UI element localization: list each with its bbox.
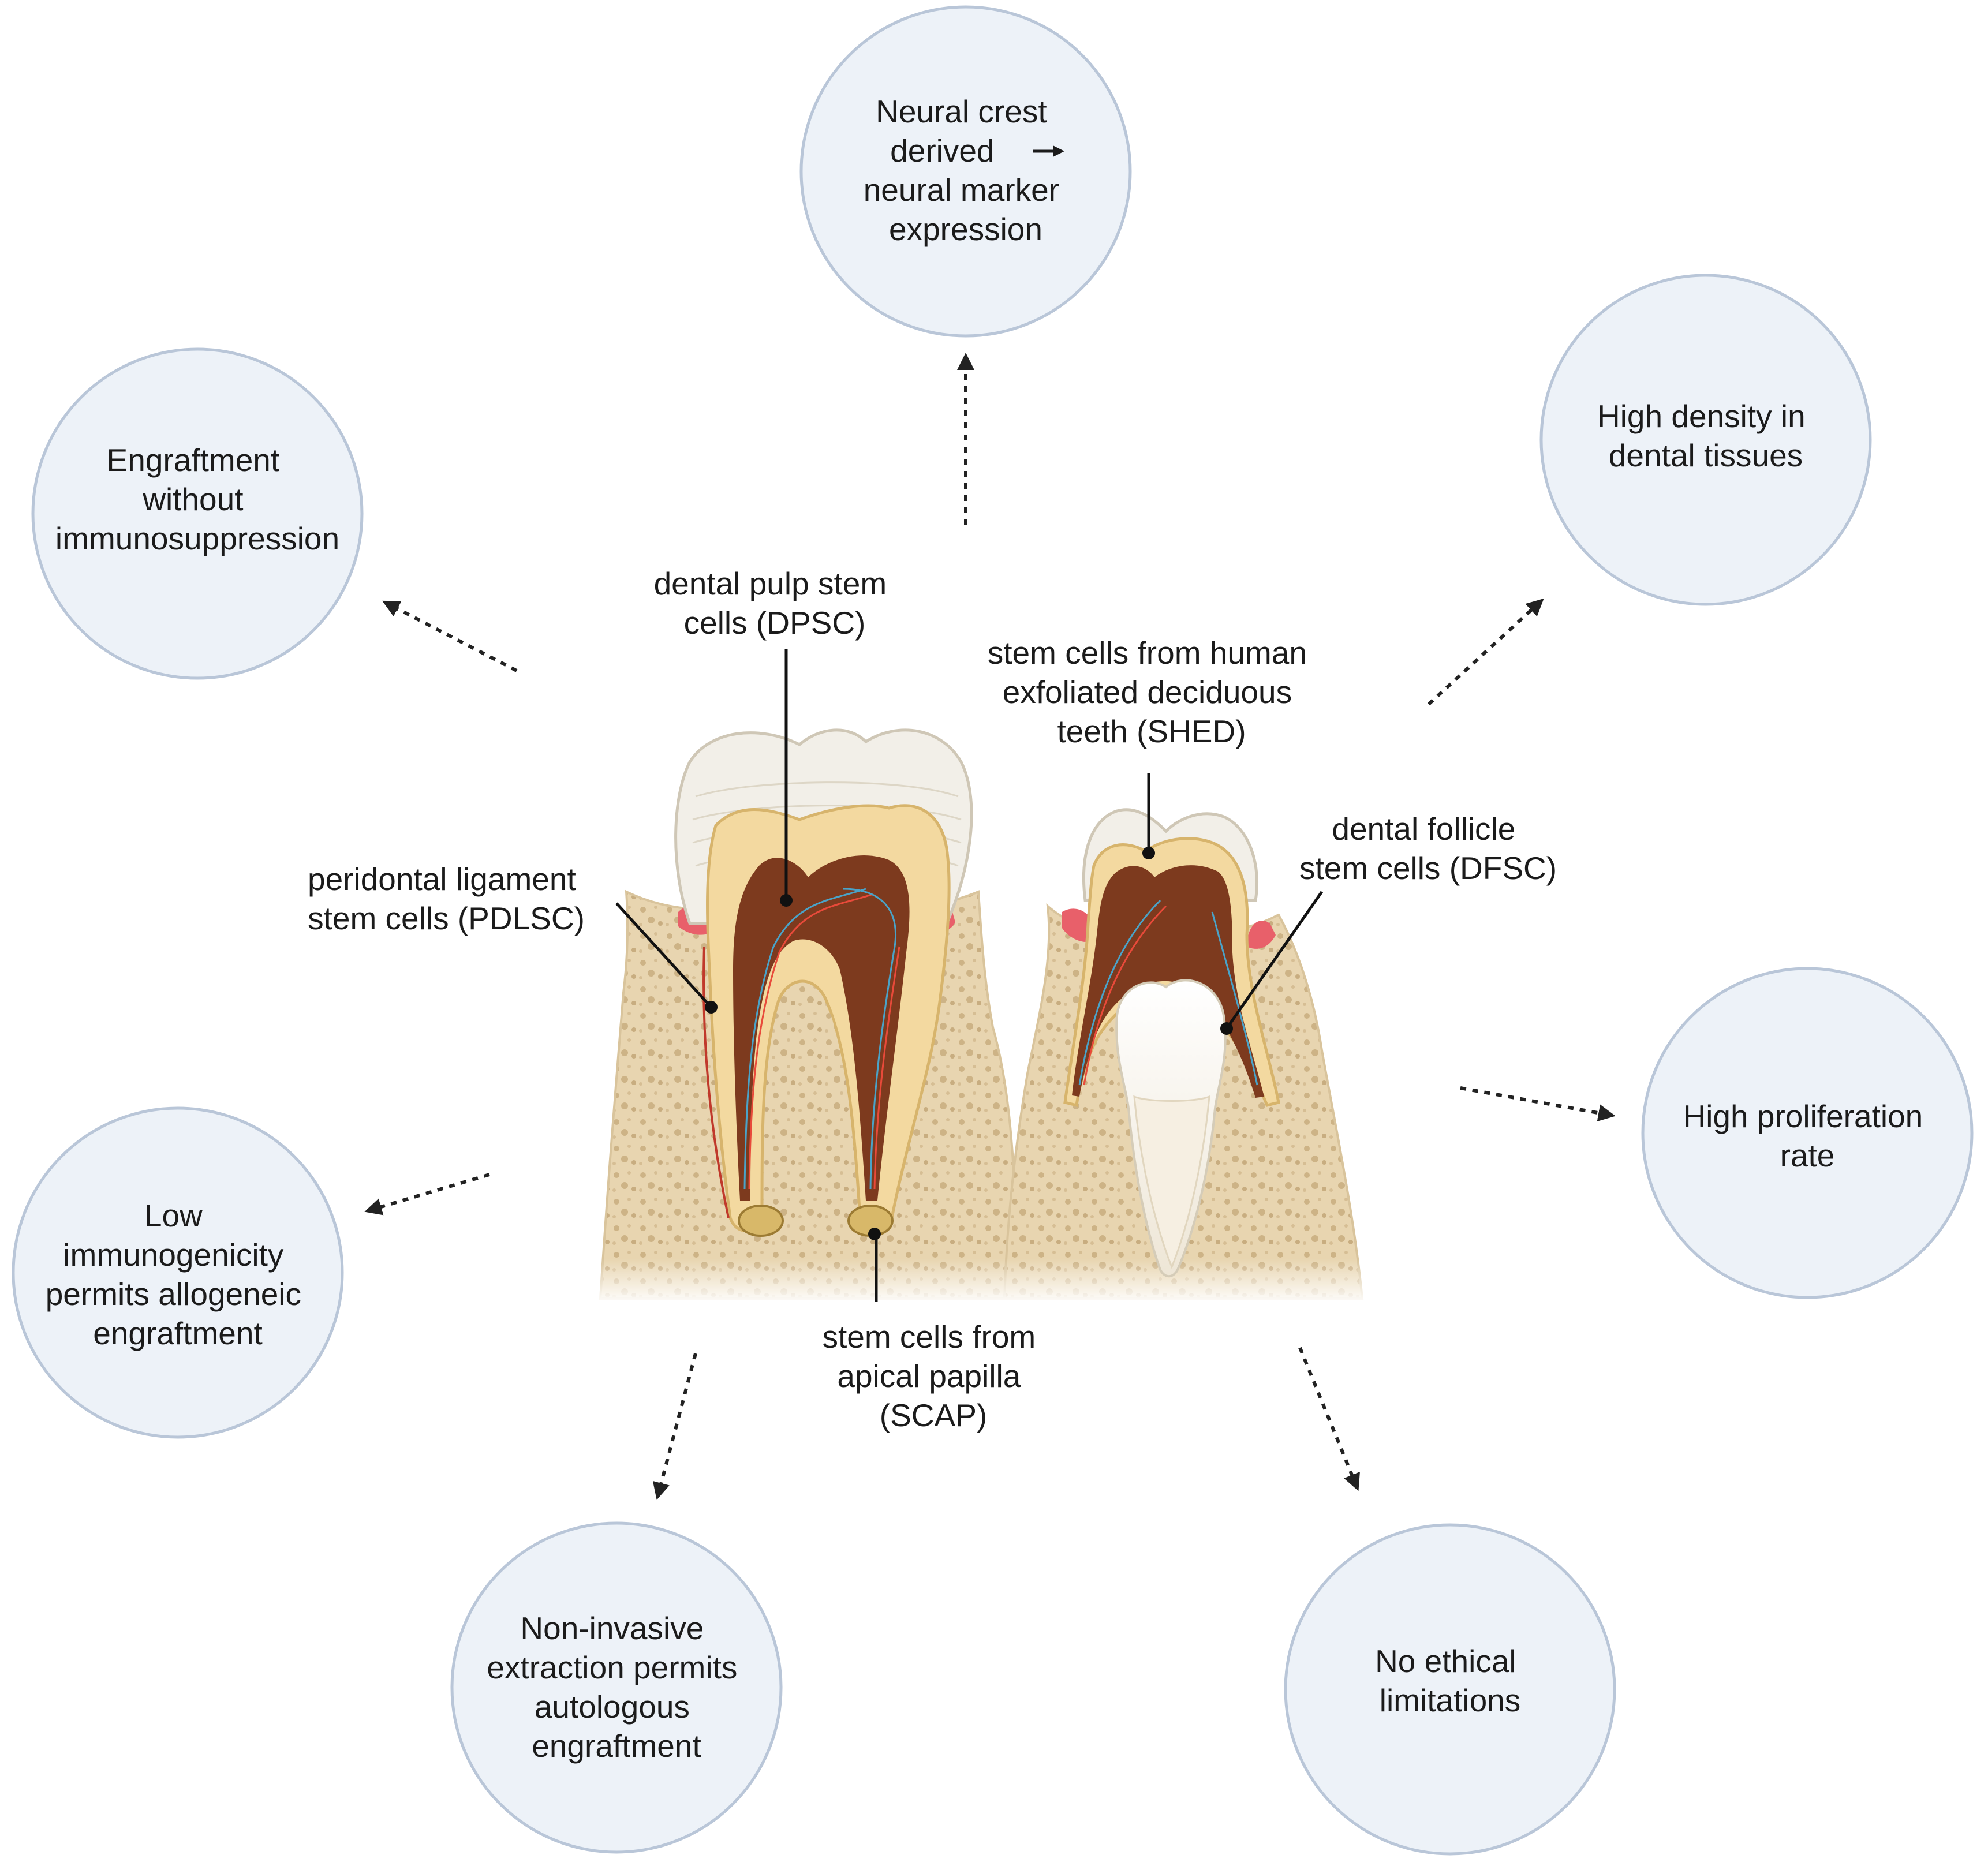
bubble-lowimmuno-line-4: engraftment	[93, 1315, 263, 1351]
bubble-high-proliferation-text: High proliferation rate	[1683, 1098, 1931, 1173]
bubble-neural-line-3: neural marker	[864, 172, 1059, 208]
bubble-lowimmuno-line-2: immunogenicity	[63, 1237, 284, 1273]
label-scap: stem cells from apical papilla (SCAP)	[822, 1319, 1044, 1433]
label-pdlsc: peridontal ligament stem cells (PDLSC)	[308, 861, 585, 936]
bone-fade	[589, 1097, 1385, 1304]
bubble-neural-line-4: expression	[889, 211, 1042, 247]
label-pdlsc-line-2: stem cells (PDLSC)	[308, 900, 585, 936]
bubble-high-proliferation: High proliferation rate	[1641, 967, 1974, 1299]
apical-papilla-left	[738, 1205, 784, 1237]
arrow-to-ethical	[1298, 1347, 1360, 1491]
label-dfsc: dental follicle stem cells (DFSC)	[1299, 811, 1557, 886]
label-shed-line-3: teeth (SHED)	[1057, 713, 1246, 749]
label-dpsc-line-2: cells (DPSC)	[684, 605, 866, 641]
tooth-illustration	[589, 728, 1385, 1304]
bubble-density-line-1: High density in	[1597, 398, 1806, 434]
bubble-neural-crest-text: Neural crest derived neural marker expre…	[864, 94, 1068, 247]
bubble-low-immunogenicity: Low immunogenicity permits allogeneic en…	[12, 1106, 344, 1439]
bubble-noninv-line-1: Non-invasive	[520, 1610, 704, 1646]
arrow-to-density	[1427, 598, 1544, 706]
leader-shed-dot	[1142, 847, 1155, 859]
label-scap-line-2: apical papilla	[837, 1358, 1021, 1394]
bubble-neural-crest: Neural crest derived neural marker expre…	[799, 5, 1132, 338]
bubble-neural-line-1: Neural crest	[876, 94, 1047, 129]
bubble-high-proliferation-circle	[1641, 967, 1974, 1299]
leader-lines	[615, 649, 1324, 1302]
bubble-non-invasive: Non-invasive extraction permits autologo…	[450, 1521, 783, 1854]
label-dfsc-line-2: stem cells (DFSC)	[1299, 850, 1557, 886]
molar-pulp	[733, 855, 910, 1201]
label-dpsc-line-1: dental pulp stem	[654, 566, 887, 601]
bubble-no-ethical: No ethical limitations	[1284, 1523, 1616, 1856]
bubble-engraftment-circle	[31, 347, 364, 680]
bubble-no-ethical-text: No ethical limitations	[1375, 1643, 1525, 1718]
inter-root-bone	[771, 992, 851, 1206]
bubble-prolif-line-2: rate	[1780, 1138, 1835, 1173]
label-shed-line-1: stem cells from human	[988, 635, 1307, 671]
label-pdlsc-line-1: peridontal ligament	[308, 861, 576, 897]
leader-scap-dot	[868, 1228, 881, 1240]
label-scap-line-1: stem cells from	[822, 1319, 1036, 1355]
arrow-to-noninv	[652, 1353, 697, 1500]
bubble-engraft-line-1: Engraftment	[107, 442, 280, 478]
deciduous-vessels	[1078, 899, 1258, 1086]
label-shed: stem cells from human exfoliated deciduo…	[988, 635, 1316, 749]
leader-pdlsc-dot	[705, 1001, 718, 1014]
bubble-neural-crest-circle	[799, 5, 1132, 338]
arrow-to-lowimmuno	[364, 1173, 490, 1216]
bubble-ethical-line-1: No ethical	[1375, 1643, 1516, 1679]
bubble-noninv-line-4: engraftment	[532, 1728, 701, 1764]
bubble-non-invasive-circle	[450, 1521, 783, 1854]
bubble-low-immunogenicity-circle	[12, 1106, 344, 1439]
bubble-no-ethical-circle	[1284, 1523, 1616, 1856]
periodontal-ligament-line	[702, 946, 730, 1218]
bubble-engraft-line-2: without	[142, 481, 243, 517]
leader-dfsc-dot	[1220, 1022, 1233, 1035]
bubble-high-density: High density in dental tissues	[1539, 274, 1872, 606]
label-dpsc: dental pulp stem cells (DPSC)	[654, 566, 896, 641]
bubble-high-density-circle	[1539, 274, 1872, 606]
gum-right-deciduous	[1247, 920, 1276, 949]
bubble-density-line-2: dental tissues	[1609, 437, 1803, 473]
bubble-lowimmuno-line-1: Low	[144, 1198, 203, 1233]
arrow-to-prolif	[1460, 1086, 1616, 1122]
label-dfsc-line-1: dental follicle	[1332, 811, 1515, 847]
dotted-arrows	[364, 353, 1616, 1500]
bubble-noninv-line-2: extraction permits	[487, 1650, 737, 1685]
bubble-non-invasive-text: Non-invasive extraction permits autologo…	[487, 1610, 746, 1764]
bubble-lowimmuno-line-3: permits allogeneic	[46, 1276, 301, 1312]
leader-pdlsc	[615, 902, 712, 1008]
label-shed-line-2: exfoliated deciduous	[1003, 674, 1292, 710]
bubble-engraftment-text: Engraftment without immunosuppression	[55, 442, 339, 556]
tooth-bud-root	[1133, 1095, 1210, 1270]
leader-dfsc	[1225, 891, 1324, 1030]
leader-dpsc-dot	[780, 894, 793, 907]
label-scap-line-3: (SCAP)	[880, 1397, 987, 1433]
bubble-engraft-line-3: immunosuppression	[55, 521, 339, 556]
bubble-noninv-line-3: autologous	[535, 1689, 690, 1725]
bubble-prolif-line-1: High proliferation	[1683, 1098, 1923, 1134]
bubble-ethical-line-2: limitations	[1380, 1682, 1521, 1718]
nerve-vessels	[743, 888, 900, 1190]
bubble-engraftment: Engraftment without immunosuppression	[31, 347, 364, 680]
bubble-high-density-text: High density in dental tissues	[1597, 398, 1814, 473]
bubble-low-immunogenicity-text: Low immunogenicity permits allogeneic en…	[46, 1198, 311, 1351]
bubble-neural-line-2: derived	[890, 133, 994, 169]
arrow-to-engraft	[382, 600, 518, 672]
